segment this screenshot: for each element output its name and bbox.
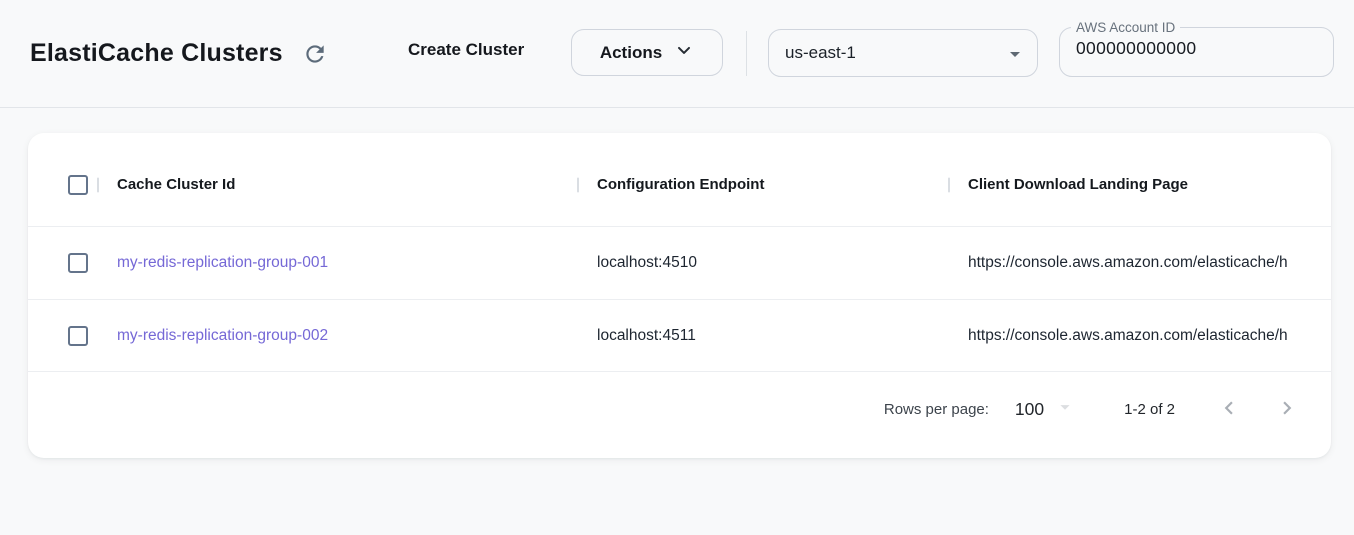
actions-dropdown-button[interactable]: Actions (571, 29, 723, 76)
table-row[interactable]: my-redis-replication-group-001 localhost… (28, 226, 1331, 299)
column-separator (948, 177, 950, 192)
page-title: ElastiCache Clusters (30, 39, 283, 67)
header-checkbox-cell (28, 174, 117, 195)
row-checkbox[interactable] (68, 326, 88, 346)
chevron-left-icon (1216, 395, 1242, 424)
cluster-id-cell: my-redis-replication-group-001 (117, 254, 597, 272)
table-header-row: Cache Cluster Id Configuration Endpoint … (28, 133, 1331, 226)
chevron-right-icon (1274, 395, 1300, 424)
landing-page-cell: https://console.aws.amazon.com/elasticac… (968, 254, 1288, 271)
aws-account-id-input[interactable] (1076, 38, 1316, 59)
column-header-landing-page[interactable]: Client Download Landing Page (948, 176, 1331, 193)
row-checkbox-cell (28, 326, 117, 346)
pagination: Rows per page: 100 1-2 of 2 (884, 383, 1301, 435)
table-footer: Rows per page: 100 1-2 of 2 (28, 371, 1331, 456)
column-header-cluster-id[interactable]: Cache Cluster Id (97, 176, 597, 193)
cluster-id-link[interactable]: my-redis-replication-group-001 (117, 254, 329, 271)
endpoint-cell: localhost:4510 (597, 254, 697, 271)
refresh-icon (302, 41, 328, 70)
row-checkbox[interactable] (68, 253, 88, 273)
column-separator (97, 177, 99, 192)
aws-account-id-field: AWS Account ID (1059, 20, 1334, 77)
cluster-id-link[interactable]: my-redis-replication-group-002 (117, 327, 329, 344)
region-select-value: us-east-1 (785, 43, 856, 62)
rows-per-page-select[interactable]: 100 (1015, 396, 1076, 423)
create-cluster-button[interactable]: Create Cluster (400, 36, 532, 64)
refresh-button[interactable] (300, 40, 330, 70)
clusters-table-card: Cache Cluster Id Configuration Endpoint … (28, 133, 1331, 458)
column-header-endpoint[interactable]: Configuration Endpoint (577, 176, 968, 193)
select-all-checkbox[interactable] (68, 174, 88, 195)
endpoint-cell: localhost:4511 (597, 327, 696, 344)
landing-page-cell: https://console.aws.amazon.com/elasticac… (968, 327, 1288, 344)
aws-account-id-label: AWS Account ID (1076, 20, 1176, 35)
previous-page-button[interactable] (1215, 395, 1243, 423)
rows-per-page-value: 100 (1014, 398, 1045, 419)
top-toolbar: ElastiCache Clusters Create Cluster Acti… (0, 0, 1354, 108)
region-select[interactable]: us-east-1 (768, 29, 1038, 77)
actions-button-label: Actions (599, 42, 663, 62)
row-checkbox-cell (28, 253, 117, 273)
rows-per-page-label: Rows per page: (883, 400, 989, 418)
triangle-down-icon (1054, 396, 1076, 423)
next-page-button[interactable] (1273, 395, 1301, 423)
pagination-range-label: 1-2 of 2 (1124, 400, 1175, 418)
table-row[interactable]: my-redis-replication-group-002 localhost… (28, 299, 1331, 372)
cluster-id-cell: my-redis-replication-group-002 (117, 327, 597, 345)
triangle-down-icon (1003, 42, 1027, 71)
toolbar-divider (746, 31, 747, 76)
column-separator (577, 177, 579, 192)
chevron-down-icon (674, 40, 694, 65)
